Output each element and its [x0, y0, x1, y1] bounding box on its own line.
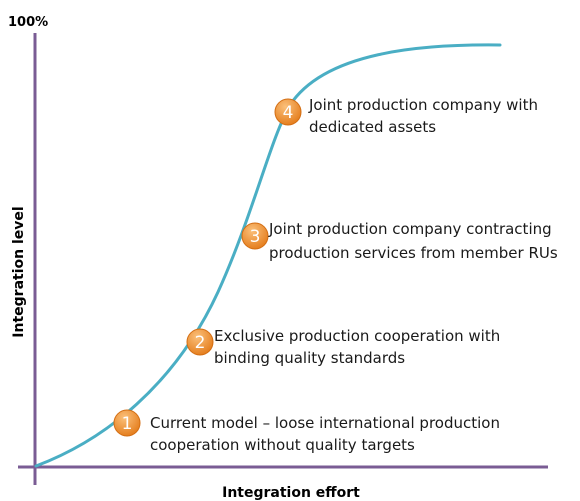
stage-3-badge — [241, 222, 269, 250]
stage-3: 3 Joint production company contracting p… — [241, 220, 558, 262]
stage-1-label-line-2: cooperation without quality targets — [150, 436, 415, 454]
integration-s-curve — [34, 43, 502, 468]
stage-4-label-line-2: dedicated assets — [309, 118, 436, 136]
stage-2: 2 Exclusive production cooperation with … — [186, 327, 500, 367]
stage-1-number: 1 — [122, 414, 133, 434]
y-axis-max-label: 100% — [8, 15, 48, 30]
stage-4-badge — [274, 98, 302, 126]
stage-2-label-line-1: Exclusive production cooperation with — [214, 327, 500, 345]
stage-2-label-line-2: binding quality standards — [214, 349, 405, 367]
y-axis-title: Integration level — [11, 206, 27, 337]
stage-4-number: 4 — [283, 103, 294, 123]
stage-3-label-line-2: production services from member RUs — [269, 244, 558, 262]
stage-4: 4 Joint production company with dedicate… — [274, 96, 538, 136]
stage-4-label-line-1: Joint production company with — [308, 96, 538, 114]
stage-3-number: 3 — [250, 227, 261, 247]
stage-1-label-line-1: Current model – loose international prod… — [150, 414, 500, 432]
stage-2-number: 2 — [195, 333, 206, 353]
stage-3-label-line-1: Joint production company contracting — [268, 220, 552, 238]
stage-1: 1 Current model – loose international pr… — [113, 409, 500, 454]
stage-2-badge — [186, 328, 214, 356]
stage-1-badge — [113, 409, 141, 437]
x-axis-title: Integration effort — [222, 485, 360, 501]
